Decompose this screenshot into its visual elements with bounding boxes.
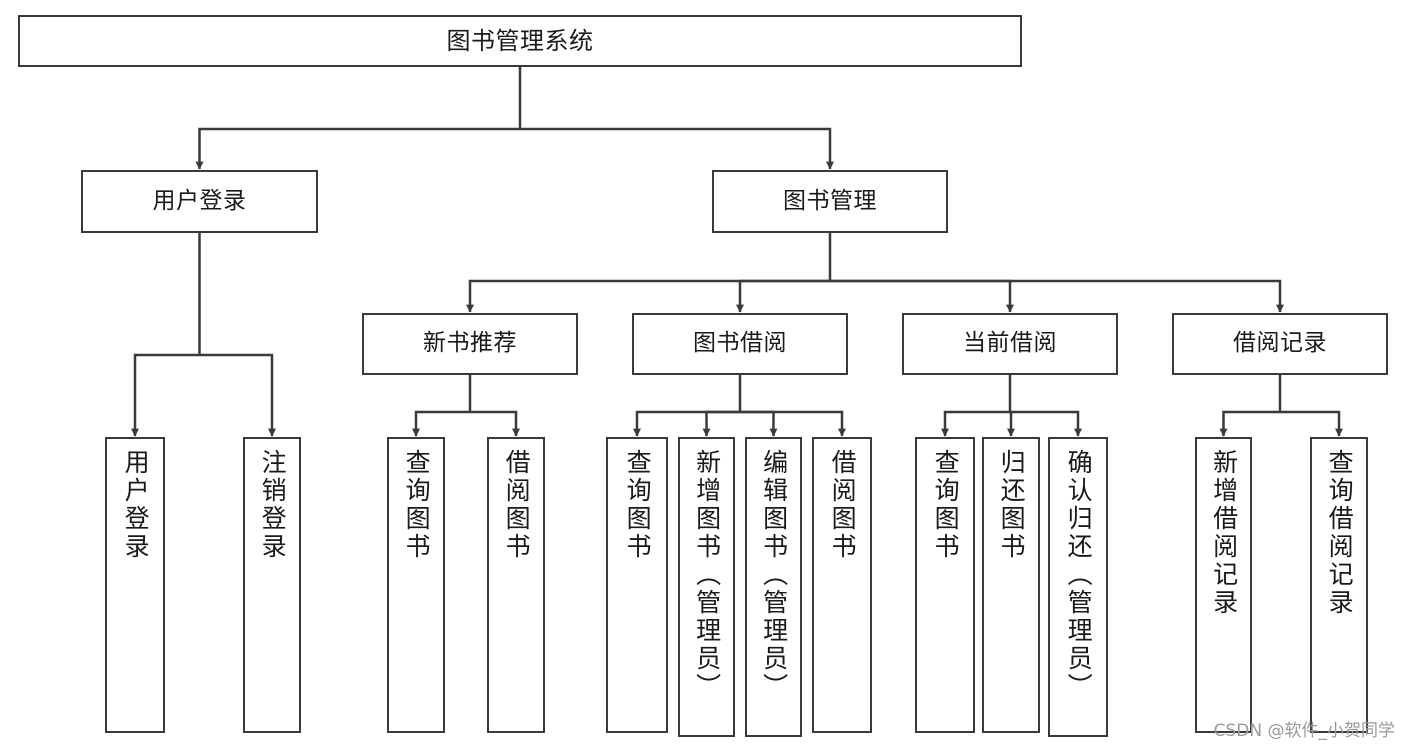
- node-leaf-rec2[interactable]: 查询借阅记录: [1310, 437, 1368, 733]
- node-label: 借阅图书: [502, 449, 532, 561]
- node-leaf-login2[interactable]: 注销登录: [243, 437, 301, 733]
- node-label: 借阅记录: [1233, 330, 1327, 357]
- node-borrow[interactable]: 图书借阅: [632, 313, 848, 375]
- edge-root-to-user-login: [195, 127, 520, 170]
- node-label: 新增图书（管理员）: [692, 449, 722, 701]
- edge-bookmgmt-to-record: [830, 279, 1284, 313]
- node-label: 借阅图书: [828, 449, 858, 561]
- node-leaf-bor2[interactable]: 新增图书（管理员）: [678, 437, 735, 737]
- node-leaf-cur1[interactable]: 查询图书: [915, 437, 975, 733]
- node-label: 查询图书: [931, 449, 961, 561]
- edge-bookmgmt-to-borrow: [736, 279, 830, 313]
- node-label: 新增借阅记录: [1209, 449, 1239, 617]
- node-record[interactable]: 借阅记录: [1172, 313, 1388, 375]
- node-label: 当前借阅: [963, 330, 1057, 357]
- edge-current-to-return-book: [1007, 410, 1015, 437]
- edge-root-to-book-management: [520, 127, 834, 170]
- node-label: 图书借阅: [693, 330, 787, 357]
- edge-newbook-to-query-books: [412, 410, 470, 437]
- edge-current-to-query-books: [941, 410, 1010, 437]
- node-leaf-new1[interactable]: 查询图书: [387, 437, 445, 733]
- edge-borrow-to-edit-book: [740, 410, 778, 437]
- node-label: 注销登录: [258, 449, 288, 561]
- edge-borrow-to-add-book: [702, 410, 740, 437]
- edge-login-to-logout-leaf: [199, 353, 276, 437]
- edge-newbook-to-borrow-books: [470, 410, 520, 437]
- node-login[interactable]: 用户登录: [81, 170, 318, 233]
- edge-bookmgmt-to-current: [830, 279, 1014, 313]
- edge-login-to-user-login-leaf: [131, 353, 200, 437]
- node-newbook[interactable]: 新书推荐: [362, 313, 578, 375]
- node-label: 查询借阅记录: [1325, 449, 1355, 617]
- node-leaf-bor3[interactable]: 编辑图书（管理员）: [745, 437, 802, 737]
- node-current[interactable]: 当前借阅: [902, 313, 1118, 375]
- node-leaf-cur3[interactable]: 确认归还（管理员）: [1048, 437, 1108, 737]
- node-label: 查询图书: [623, 449, 653, 561]
- edge-current-to-confirm-return: [1010, 410, 1082, 437]
- node-label: 查询图书: [402, 449, 432, 561]
- edge-borrow-to-query-books: [633, 410, 740, 437]
- node-label: 图书管理系统: [446, 26, 594, 55]
- node-leaf-bor4[interactable]: 借阅图书: [812, 437, 872, 733]
- edge-record-to-query-record: [1280, 410, 1343, 437]
- node-root[interactable]: 图书管理系统: [18, 15, 1022, 67]
- node-label: 归还图书: [997, 449, 1027, 561]
- watermark: CSDN @软件_小贺同学: [1213, 721, 1395, 741]
- edge-borrow-to-borrow-book: [740, 410, 846, 437]
- edge-record-to-add-record: [1219, 410, 1280, 437]
- node-leaf-login1[interactable]: 用户登录: [105, 437, 165, 733]
- node-label: 用户登录: [121, 449, 151, 561]
- node-label: 用户登录: [152, 187, 247, 214]
- node-leaf-bor1[interactable]: 查询图书: [606, 437, 668, 733]
- node-bookmgmt[interactable]: 图书管理: [712, 170, 948, 233]
- node-label: 新书推荐: [423, 330, 517, 357]
- node-leaf-cur2[interactable]: 归还图书: [982, 437, 1040, 733]
- node-label: 编辑图书（管理员）: [759, 449, 789, 701]
- node-label: 图书管理: [783, 187, 877, 214]
- node-label: 确认归还（管理员）: [1064, 449, 1094, 701]
- node-leaf-rec1[interactable]: 新增借阅记录: [1195, 437, 1252, 733]
- edge-bookmgmt-to-new-book: [466, 279, 830, 313]
- node-leaf-new2[interactable]: 借阅图书: [487, 437, 545, 733]
